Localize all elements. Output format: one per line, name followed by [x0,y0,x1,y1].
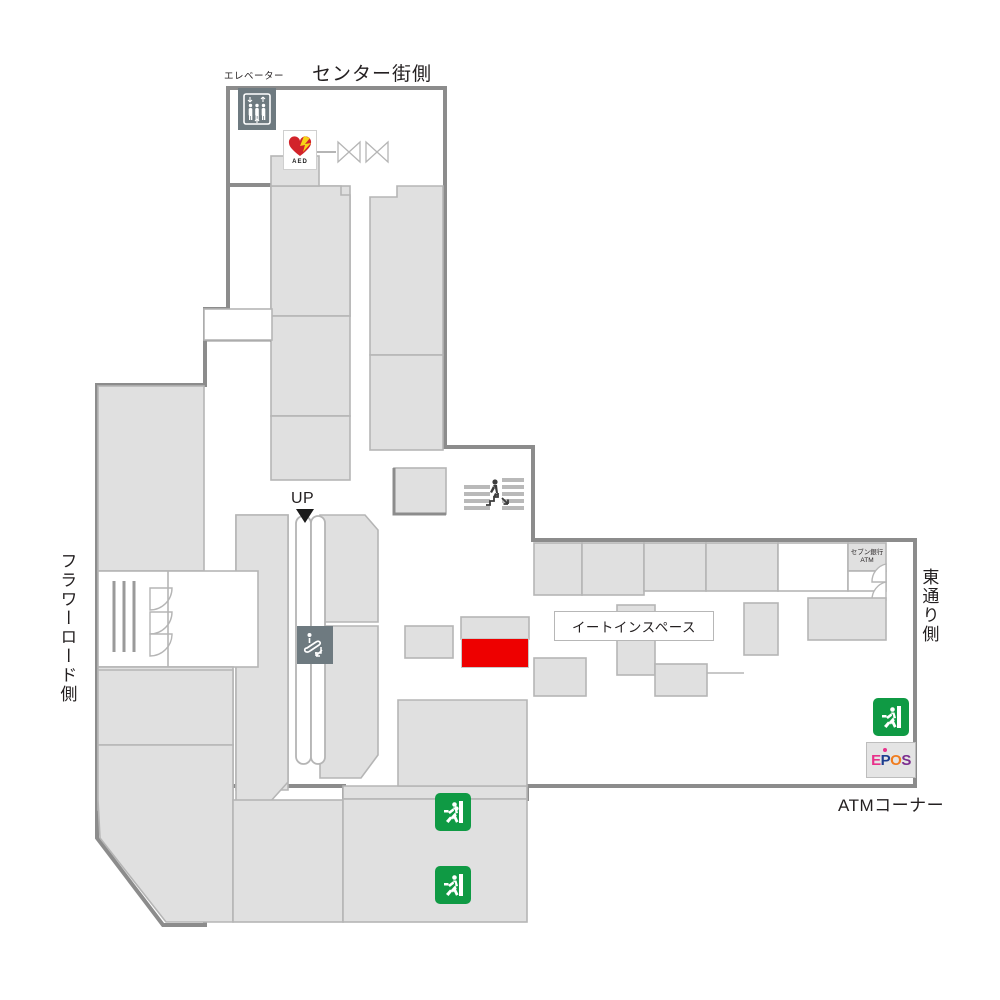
label-escalator-up: UP [291,490,315,507]
label-center-gai-side: センター街側 [312,64,433,85]
stairs-icon[interactable] [462,473,526,519]
label-atm-corner: ATMコーナー [838,796,945,815]
aed-label: AED [292,158,308,165]
elevator-icon[interactable] [238,88,276,130]
label-elevator: エレベーター [224,71,285,82]
seven-bank-line1: セブン銀行 [850,548,884,556]
label-higashi-dori-side: 東通り側 [919,568,939,644]
door-swing-symbol [337,140,389,164]
label-eat-in-space: イートインスペース [554,611,714,641]
emergency-exit-icon[interactable] [873,698,909,736]
escalator-icon[interactable] [297,626,333,664]
emergency-exit-icon[interactable] [435,866,471,904]
seven-bank-line2: ATM [860,557,874,564]
aed-icon[interactable]: AED [283,130,317,170]
highlighted-store-unit[interactable] [461,638,529,668]
label-seven-bank-atm: セブン銀行 ATM [849,545,885,569]
emergency-exit-icon[interactable] [435,793,471,831]
down-triangle-marker [296,509,314,523]
label-flower-road-side: フラワーロード側 [57,552,77,704]
door-connector-line [317,151,336,153]
